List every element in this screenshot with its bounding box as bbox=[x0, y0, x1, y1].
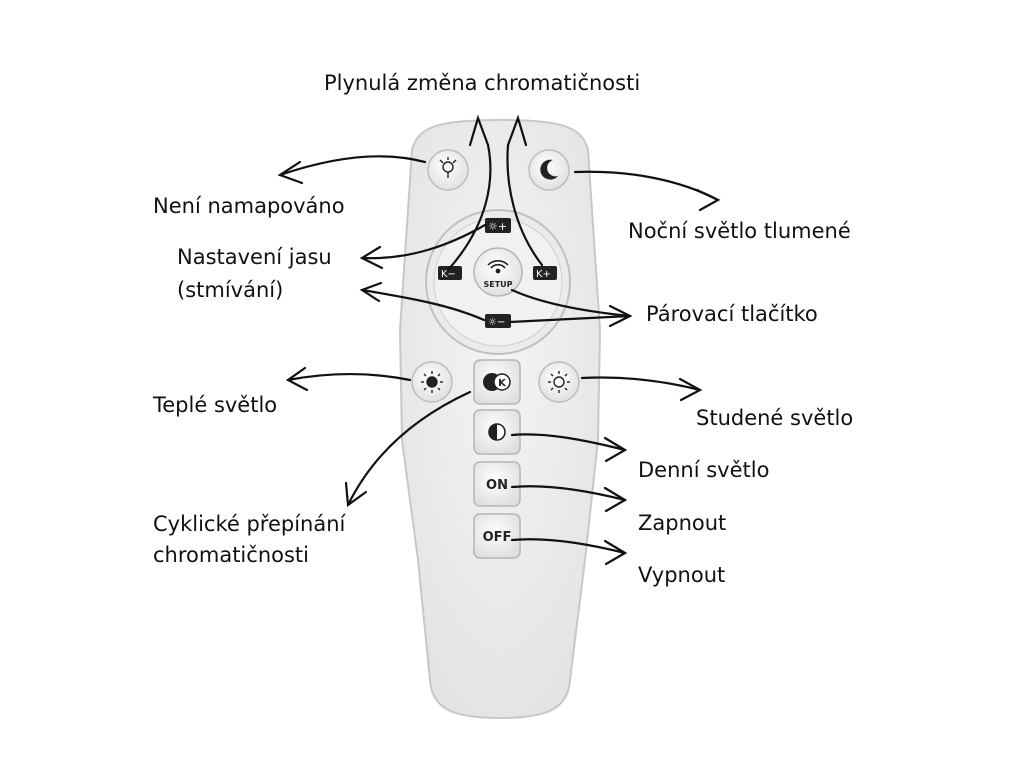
cool-sun-icon bbox=[548, 371, 570, 393]
arrow-cyclic bbox=[346, 390, 472, 507]
arrow-top-to-kplus bbox=[506, 143, 544, 267]
sun-plus-icon: ☼+ bbox=[488, 220, 507, 233]
label-not-mapped: Není namapováno bbox=[153, 194, 345, 218]
label-brightness-1: Nastavení jasu bbox=[177, 245, 332, 269]
moon-icon bbox=[540, 159, 558, 180]
not-mapped-button[interactable] bbox=[427, 149, 469, 191]
arrow-top-left bbox=[468, 114, 490, 147]
arrow-pairing-b bbox=[508, 314, 632, 324]
daylight-button[interactable] bbox=[473, 409, 521, 455]
label-daylight: Denní světlo bbox=[638, 458, 770, 482]
label-brightness-2: (stmívání) bbox=[177, 278, 284, 302]
warm-light-button[interactable] bbox=[411, 361, 453, 403]
brightness-down-button[interactable]: ☼− bbox=[485, 314, 511, 328]
label-gradual-chromaticity: Plynulá změna chromatičnosti bbox=[324, 71, 641, 95]
off-button[interactable]: OFF bbox=[473, 513, 521, 559]
arrow-top-right bbox=[506, 114, 528, 147]
k-label: K bbox=[498, 378, 507, 389]
cool-light-button[interactable] bbox=[538, 361, 580, 403]
setup-label: SETUP bbox=[483, 280, 512, 289]
label-cyclic-2: chromatičnosti bbox=[153, 543, 309, 567]
callout-arrows bbox=[277, 114, 721, 566]
arrow-top-to-kminus bbox=[446, 143, 492, 272]
on-button[interactable]: ON bbox=[473, 461, 521, 507]
label-cyclic-1: Cyklické přepínání bbox=[153, 512, 346, 536]
setup-button[interactable]: SETUP bbox=[473, 247, 523, 297]
k-minus-icon: K− bbox=[441, 269, 456, 280]
label-on: Zapnout bbox=[638, 511, 727, 535]
arrow-brightness-up bbox=[360, 223, 487, 260]
night-light-button[interactable]: ★ bbox=[528, 149, 570, 191]
arrow-cool bbox=[580, 376, 702, 392]
off-label: OFF bbox=[483, 530, 512, 545]
color-temp-down-button[interactable]: K− bbox=[438, 266, 462, 280]
on-label: ON bbox=[486, 478, 508, 493]
lamp-icon bbox=[439, 157, 457, 178]
wifi-icon bbox=[487, 260, 509, 274]
arrow-off bbox=[510, 538, 627, 555]
k-plus-icon: K+ bbox=[536, 269, 551, 280]
arrow-warm bbox=[286, 372, 412, 382]
sun-minus-icon: ☼− bbox=[488, 317, 505, 328]
arrow-not-mapped bbox=[278, 155, 427, 177]
label-off: Vypnout bbox=[638, 563, 726, 587]
label-pairing-button: Párovací tlačítko bbox=[646, 302, 818, 326]
color-temp-up-button[interactable]: K+ bbox=[533, 266, 557, 280]
arrow-brightness-down bbox=[360, 288, 486, 322]
label-cool-light: Studené světlo bbox=[696, 406, 854, 430]
brightness-up-button[interactable]: ☼+ bbox=[485, 218, 511, 233]
arrow-daylight bbox=[510, 433, 627, 452]
arrow-pairing-a bbox=[510, 288, 632, 318]
cycle-chromaticity-button[interactable]: K bbox=[473, 359, 521, 405]
arrow-night-light bbox=[573, 170, 720, 202]
star-icon: ★ bbox=[540, 163, 548, 173]
label-warm-light: Teplé světlo bbox=[153, 393, 278, 417]
label-night-light-dimmed: Noční světlo tlumené bbox=[628, 219, 851, 243]
warm-sun-icon bbox=[421, 371, 443, 393]
half-circle-icon bbox=[488, 423, 506, 441]
arrow-on bbox=[510, 485, 627, 502]
